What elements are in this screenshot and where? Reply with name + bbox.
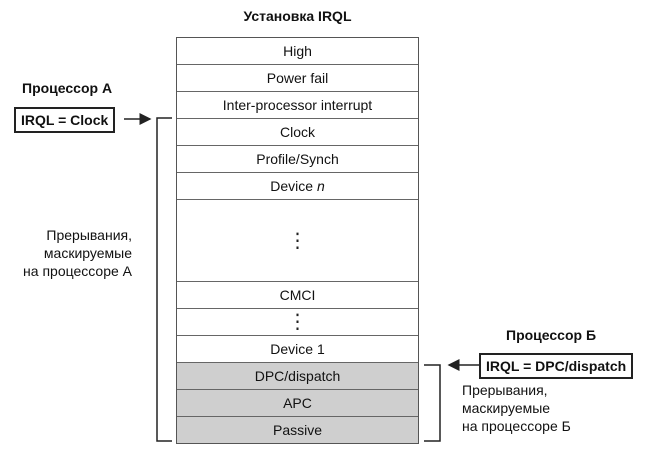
note-line: маскируемые [462,400,551,416]
level-device-1: Device 1 [177,336,418,363]
level-clock: Clock [177,119,418,146]
level-label: Passive [272,422,323,438]
level-gap-ellipsis: ⋮ [177,200,418,282]
level-power-fail: Power fail [177,65,418,92]
level-passive: Passive [177,417,418,443]
processor-a-bracket [156,117,172,442]
processor-b-irql-box: IRQL = DPC/dispatch [479,353,634,379]
level-label: DPC/dispatch [254,368,341,384]
level-label: CMCI [279,287,316,303]
level-label-italic: n [316,178,325,194]
level-inter-processor-interrupt: Inter-processor interrupt [177,92,418,119]
level-label: Power fail [266,70,329,86]
diagram-title: Установка IRQL [243,8,352,24]
processor-b-bracket [424,364,441,442]
level-high: High [177,38,418,65]
level-profile-synch: Profile/Synch [177,146,418,173]
processor-a-irql-box: IRQL = Clock [14,107,116,133]
level-dpc-dispatch: DPC/dispatch [177,363,418,390]
level-label: Inter-processor interrupt [222,97,373,113]
note-line: на процессоре Б [462,418,571,434]
note-line: маскируемые [43,245,132,261]
level-label: High [283,43,312,59]
processor-b-label: Процессор Б [506,327,597,343]
irql-level-stack: High Power fail Inter-processor interrup… [176,37,419,444]
level-label: Clock [279,124,315,140]
level-label: Device 1 [270,341,325,357]
level-device-n: Device n [177,173,418,200]
note-line: Прерывания, [46,227,132,243]
level-apc: APC [177,390,418,417]
level-label: APC [283,395,312,411]
level-gap-ellipsis-2: ⋮ [177,309,418,336]
processor-a-note: Прерывания, маскируемые на процессоре А [10,226,132,280]
level-label: Device [270,178,317,194]
processor-b-note: Прерывания, маскируемые на процессоре Б [462,381,571,435]
level-label: Profile/Synch [256,151,339,167]
level-cmci: CMCI [177,282,418,309]
processor-a-label: Процессор А [22,80,113,96]
note-line: Прерывания, [462,382,548,398]
note-line: на процессоре А [23,263,132,279]
